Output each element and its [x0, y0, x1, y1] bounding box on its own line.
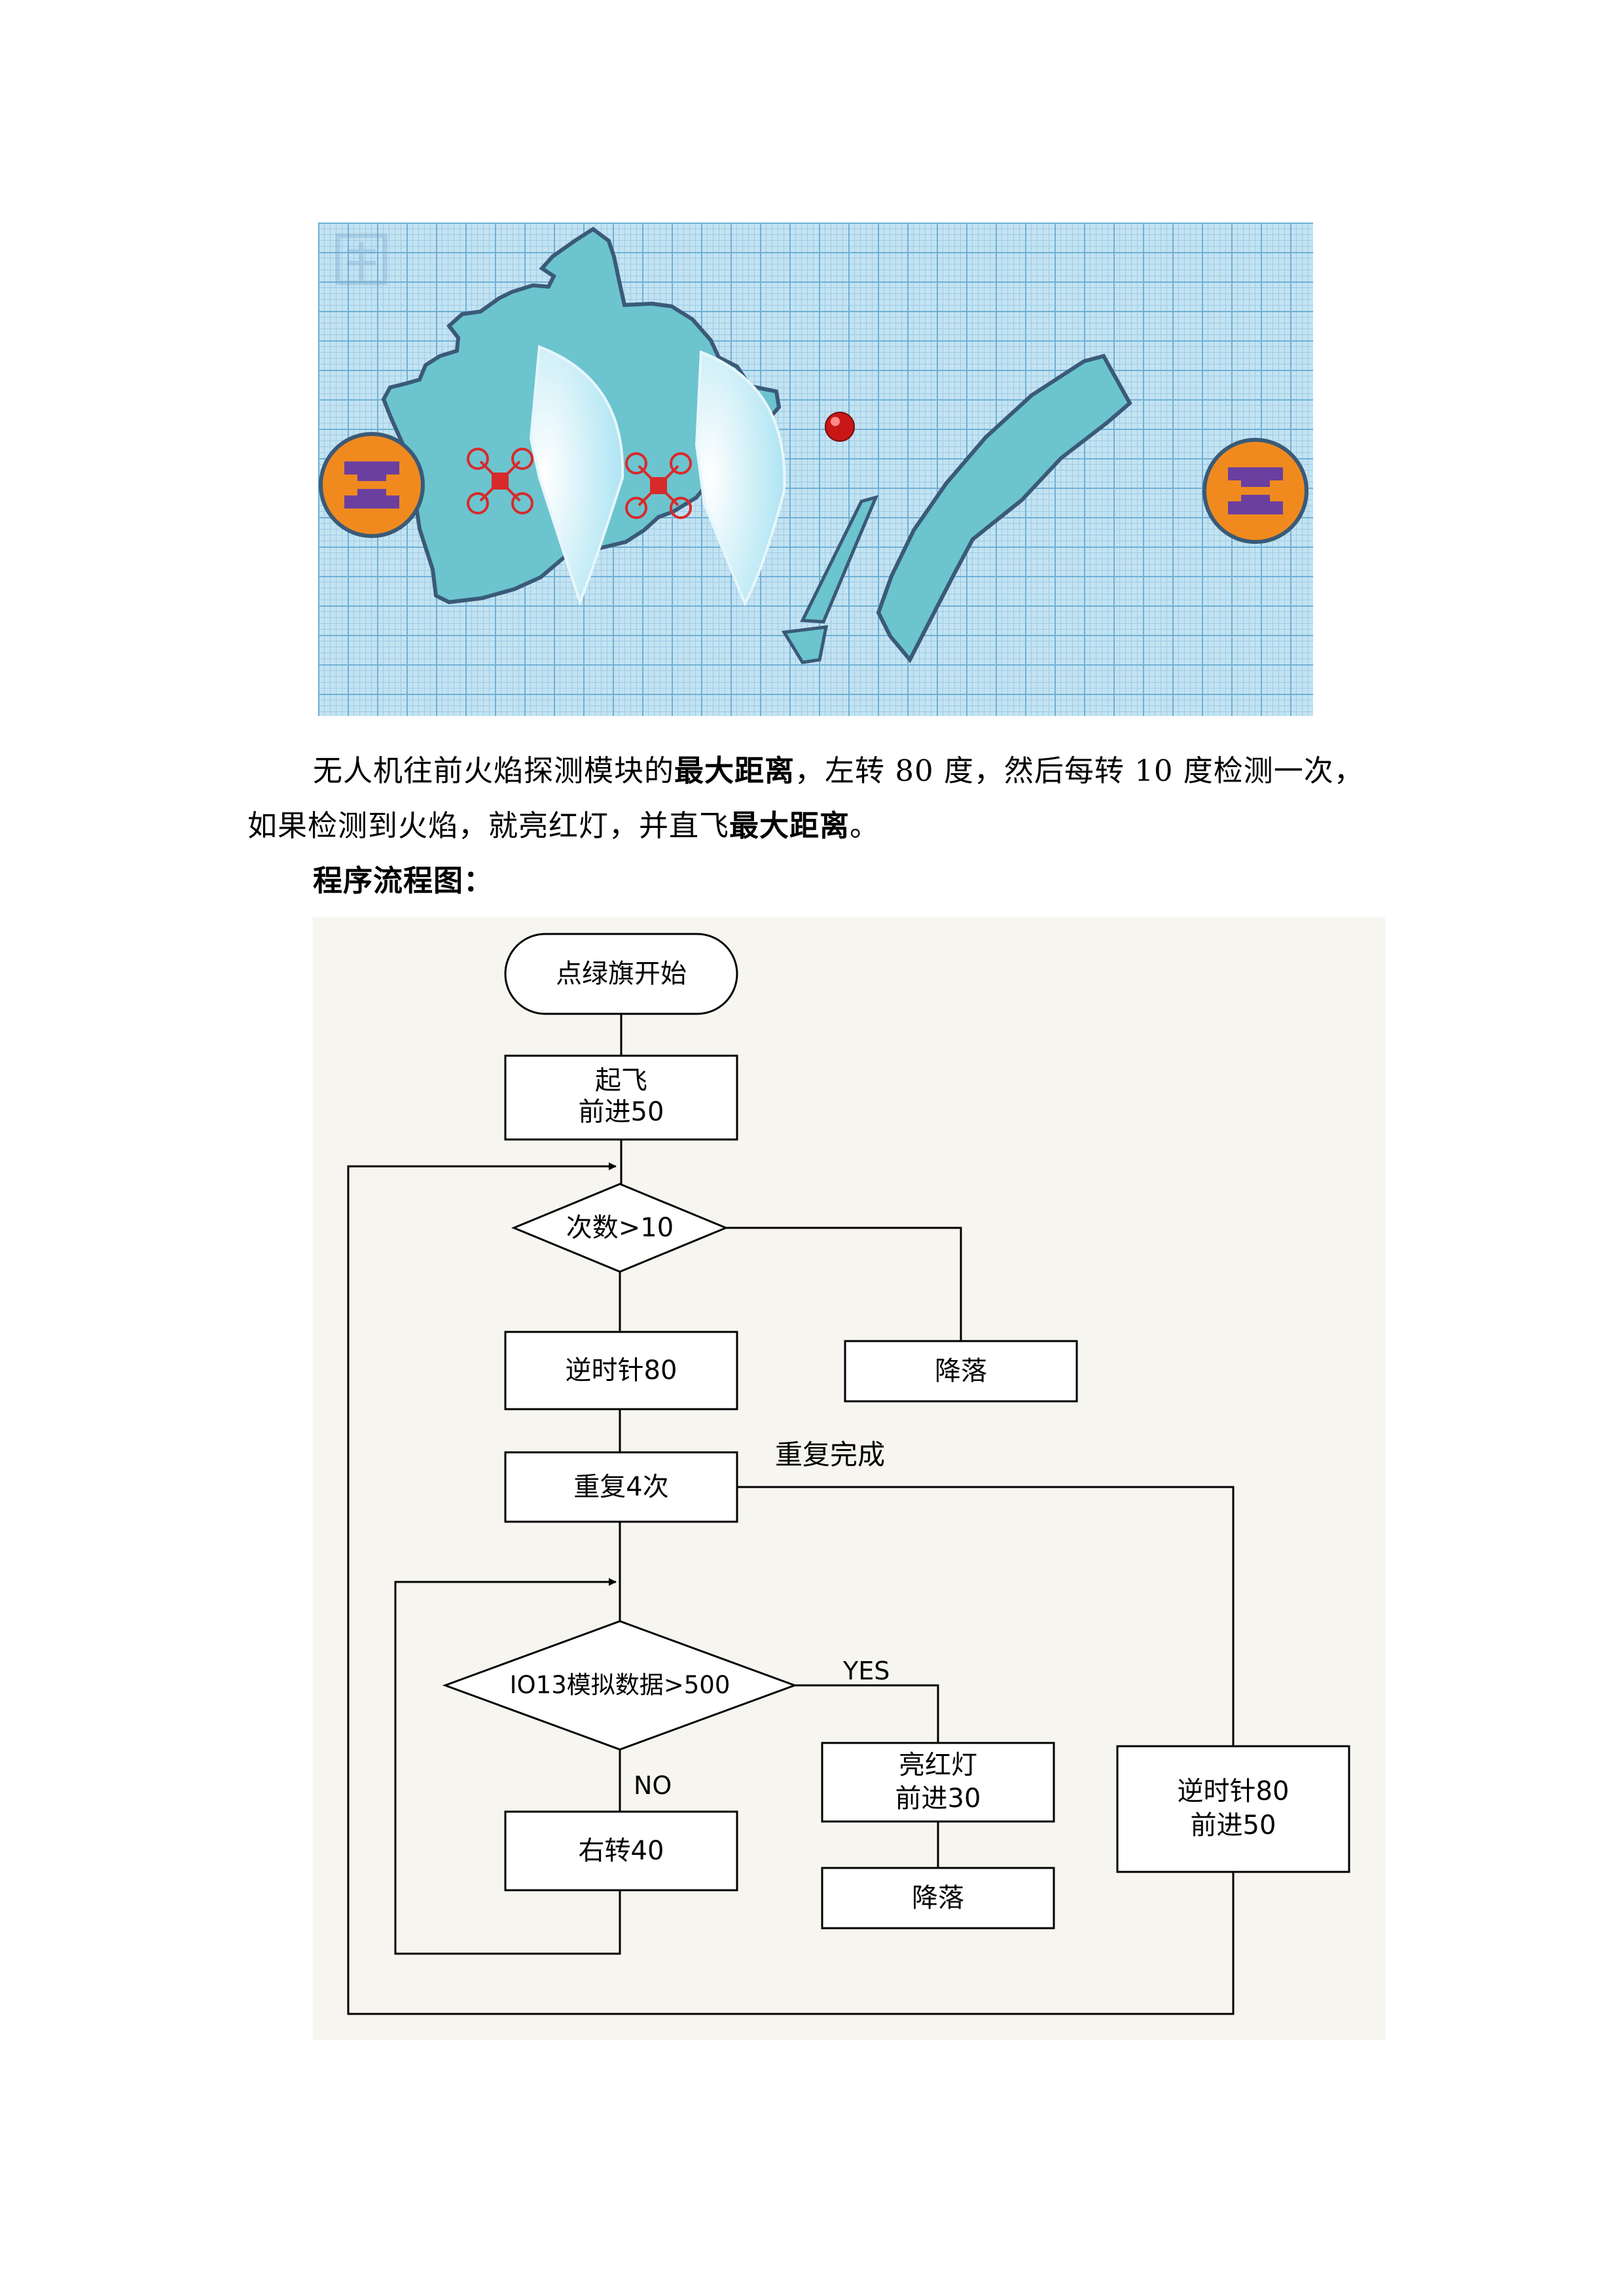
label-land-top: 降落 [935, 1356, 987, 1386]
node-right40 [504, 1810, 738, 1892]
edge-io13-yes [795, 1684, 939, 1743]
paragraph-bold: 最大距离 [729, 808, 850, 843]
label-yes: YES [843, 1657, 890, 1685]
node-repeat4 [504, 1451, 738, 1523]
node-ccw80-fwd [1116, 1745, 1350, 1873]
helipad-left-icon [319, 432, 425, 538]
node-ccw80 [504, 1331, 738, 1410]
edge-cond-land [726, 1227, 962, 1341]
land-right [876, 353, 1132, 664]
label-cond-count: 次数>10 [566, 1213, 674, 1243]
paragraph-text: 。 [850, 808, 880, 843]
label-start: 点绿旗开始 [556, 959, 687, 989]
label-ccw80-fwd-1: 逆时针80 [1177, 1776, 1290, 1806]
sensor-sector-1 [529, 345, 624, 606]
paragraph-text: 如果检测到火焰，就亮红灯，并直飞 [247, 808, 730, 843]
label-cond-io13: IO13模拟数据>500 [509, 1671, 731, 1699]
paragraph-text: 无人机往前火焰探测模块的 [313, 753, 675, 788]
paragraph-bold: 最大距离 [674, 753, 795, 788]
paragraph-text: ，左转 80 度，然后每转 10 度检测一次， [795, 753, 1364, 788]
label-red-2: 前进30 [895, 1784, 981, 1814]
flowchart-lines [347, 933, 1350, 2015]
flame-target [825, 412, 855, 442]
flowchart-heading: 程序流程图： [313, 863, 494, 898]
node-takeoff [504, 1054, 738, 1141]
label-takeoff-2: 前进50 [578, 1097, 664, 1127]
node-land-bottom [821, 1867, 1055, 1929]
label-land-bottom: 降落 [912, 1883, 964, 1913]
edge-outer-loop [347, 1162, 1235, 2015]
edge-repeat-done [737, 1486, 1235, 1746]
label-ccw80: 逆时针80 [565, 1355, 677, 1386]
label-repeat4: 重复4次 [573, 1472, 669, 1502]
node-land-top [844, 1340, 1078, 1403]
label-red-1: 亮红灯 [899, 1750, 977, 1780]
label-right40: 右转40 [578, 1836, 664, 1866]
label-takeoff-1: 起飞 [595, 1066, 647, 1096]
label-repeat-done: 重复完成 [775, 1439, 886, 1471]
land-small [781, 625, 829, 664]
sensor-sector-2 [695, 350, 786, 607]
drone-icon-2 [625, 452, 692, 519]
flame-target-highlight [831, 417, 840, 426]
land-sliver [800, 495, 879, 624]
scene-graphic [319, 226, 1308, 664]
label-ccw80-fwd-2: 前进50 [1190, 1810, 1276, 1840]
flowchart: 点绿旗开始 起飞 前进50 次数>10 逆时针80 降落 重复4次 重复完成 I… [313, 918, 1385, 2040]
drone-icon-1 [467, 448, 533, 514]
paragraph-line-2: 如果检测到火焰，就亮红灯，并直飞最大距离。 [247, 797, 880, 855]
label-no: NO [634, 1771, 672, 1800]
edge-right40-loop [394, 1578, 621, 1955]
helipad-right-icon [1202, 438, 1308, 544]
scene-logo-icon [335, 233, 388, 285]
paragraph-line-1: 无人机往前火焰探测模块的最大距离，左转 80 度，然后每转 10 度检测一次， [313, 742, 1364, 800]
simulation-scene [318, 223, 1313, 716]
